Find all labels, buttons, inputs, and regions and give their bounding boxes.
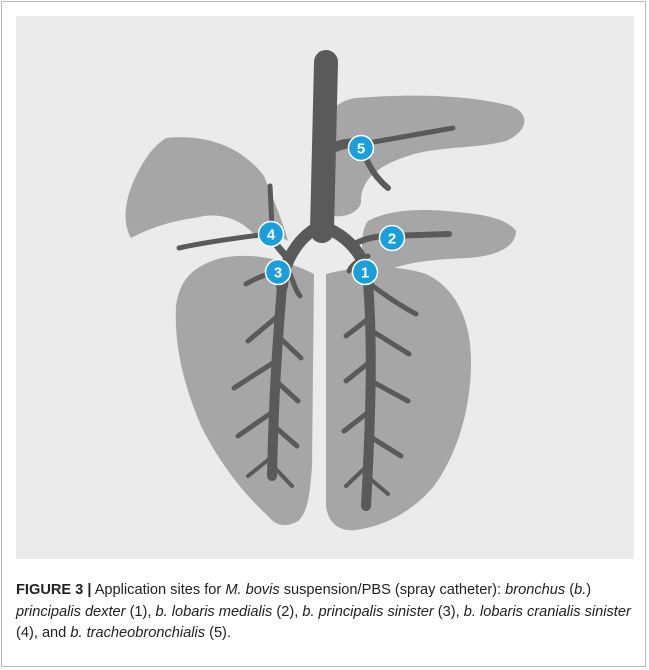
caption-run: b.	[574, 582, 586, 598]
marker-1-label: 1	[361, 265, 369, 282]
lung-diagram-panel: 1 2 3 4 5	[16, 16, 634, 559]
caption-run: b. tracheobronchialis	[70, 625, 205, 641]
marker-4: 4	[259, 222, 284, 247]
lung-diagram: 1 2 3 4 5	[16, 16, 634, 559]
caption-run: suspension/PBS (spray catheter):	[280, 582, 506, 598]
caption-run: (1),	[126, 604, 156, 620]
caption-run: (3),	[434, 604, 464, 620]
caption-run: )	[586, 582, 591, 598]
figure-caption: FIGURE 3 | Application sites for M. bovi…	[16, 580, 640, 645]
right-cranial-lobe	[319, 96, 525, 217]
caption-run: (	[565, 582, 574, 598]
caption-run: (5).	[205, 625, 231, 641]
figure-label: FIGURE 3 |	[16, 582, 91, 598]
caption-body: Application sites for M. bovis suspensio…	[16, 582, 631, 641]
caption-run: principalis dexter	[16, 604, 126, 620]
caption-run: (4), and	[16, 625, 70, 641]
marker-2: 2	[380, 226, 405, 251]
caption-run: M. bovis	[225, 582, 279, 598]
marker-1: 1	[353, 260, 378, 285]
marker-5-label: 5	[357, 141, 365, 158]
caption-run: b. lobaris medialis	[156, 604, 273, 620]
caption-run: Application sites for	[91, 582, 225, 598]
marker-3: 3	[266, 260, 291, 285]
caption-run: bronchus	[505, 582, 565, 598]
caption-run: b. principalis sinister	[302, 604, 433, 620]
marker-3-label: 3	[274, 265, 282, 282]
caption-run: (2),	[272, 604, 302, 620]
trachea	[322, 62, 326, 231]
marker-4-label: 4	[267, 227, 276, 244]
marker-2-label: 2	[388, 231, 396, 248]
caption-run: b. lobaris cranialis sinister	[464, 604, 631, 620]
marker-5: 5	[349, 136, 374, 161]
